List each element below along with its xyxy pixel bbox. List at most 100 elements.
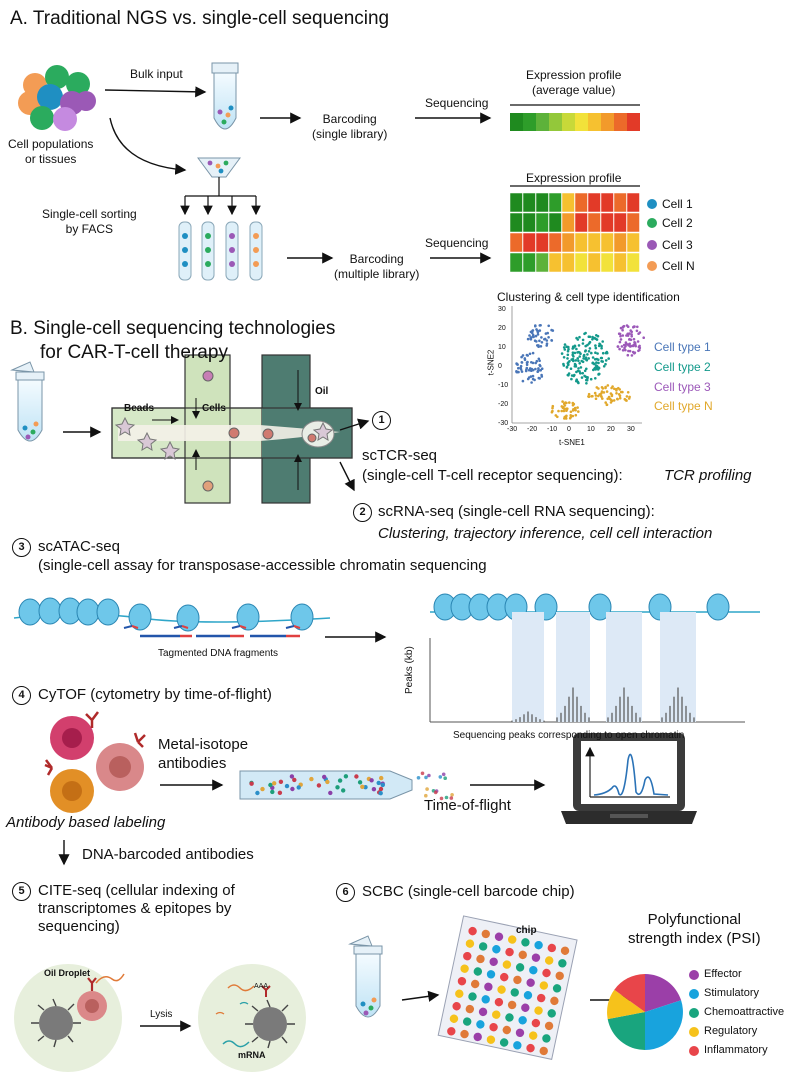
cell-n-label: Cell N bbox=[662, 259, 695, 273]
sequencing-label-2: Sequencing bbox=[425, 236, 489, 250]
peaks-plot bbox=[429, 612, 745, 723]
tsne-title: Clustering & cell type identification bbox=[497, 290, 680, 304]
step-2-badge: 2 bbox=[353, 503, 372, 522]
flow-ions bbox=[249, 771, 454, 801]
scatac-description: (single-cell assay for transposase-acces… bbox=[38, 557, 487, 574]
cell-legend-dots bbox=[647, 199, 657, 271]
input-tube-b bbox=[10, 361, 45, 442]
tsne-xtick: -10 bbox=[547, 426, 558, 433]
polya-label: AAA bbox=[254, 983, 269, 990]
tsne-ytick: 30 bbox=[498, 306, 506, 313]
scbc-tube bbox=[348, 935, 383, 1018]
labeled-cells bbox=[44, 711, 146, 813]
tsne-xtick: 10 bbox=[587, 426, 595, 433]
expression-profile-label: Expression profile bbox=[526, 171, 622, 185]
psi-title: Polyfunctional strength index (PSI) bbox=[628, 911, 761, 947]
psi-stimulatory-label: Stimulatory bbox=[704, 987, 760, 999]
oil-label: Oil bbox=[315, 386, 329, 397]
cell-2-label: Cell 2 bbox=[662, 216, 693, 230]
beads-label: Beads bbox=[124, 403, 155, 414]
cell-type-3-label: Cell type 3 bbox=[654, 380, 711, 394]
psi-slice bbox=[614, 974, 645, 1012]
psi-legend-dot bbox=[689, 989, 699, 999]
tsne-ytick: -20 bbox=[498, 401, 509, 408]
psi-legend-dots bbox=[689, 970, 699, 1056]
section-b-title-line2: for CAR-T-cell therapy bbox=[40, 342, 228, 363]
time-of-flight-label: Time-of-flight bbox=[424, 797, 511, 814]
section-a-title: A. Traditional NGS vs. single-cell seque… bbox=[10, 8, 390, 29]
cell-population-cluster bbox=[18, 65, 96, 131]
tsne-ytick: 0 bbox=[498, 363, 502, 370]
step-6-badge: 6 bbox=[336, 883, 355, 902]
cell-type-n-label: Cell type N bbox=[654, 399, 713, 413]
step-5-badge: 5 bbox=[12, 882, 31, 901]
expression-profile-average-label: Expression profile (average value) bbox=[526, 68, 622, 97]
psi-slice bbox=[645, 974, 682, 1012]
psi-pie bbox=[607, 974, 683, 1050]
psi-legend-dot bbox=[689, 1027, 699, 1037]
expression-heatmap bbox=[509, 192, 640, 273]
tsne-xtick: -20 bbox=[527, 426, 538, 433]
expression-strip-average bbox=[510, 104, 640, 131]
barcoding-multiple-label: Barcoding (multiple library) bbox=[334, 252, 420, 281]
step-3-badge: 3 bbox=[12, 538, 31, 557]
psi-regulatory-label: Regulatory bbox=[704, 1025, 758, 1037]
scrna-title: scRNA-seq (single-cell RNA sequencing): bbox=[378, 503, 655, 520]
psi-legend-dot bbox=[689, 970, 699, 980]
cell-3-label: Cell 3 bbox=[662, 238, 693, 252]
psi-effector-label: Effector bbox=[704, 968, 742, 980]
lysis-label: Lysis bbox=[150, 1009, 173, 1020]
tsne-ytick: 20 bbox=[498, 325, 506, 332]
tsne-ytick: 10 bbox=[498, 344, 506, 351]
peaks-caption: Sequencing peaks corresponding to open c… bbox=[453, 730, 685, 741]
step-1-badge: 1 bbox=[372, 411, 391, 430]
cell-type-2-label: Cell type 2 bbox=[654, 360, 711, 374]
oil-droplet-2 bbox=[198, 964, 306, 1072]
sctcr-title: scTCR-seq bbox=[362, 447, 438, 464]
psi-legend-dot bbox=[689, 1008, 699, 1018]
step-4-badge: 4 bbox=[12, 686, 31, 705]
cell-type-1-label: Cell type 1 bbox=[654, 340, 711, 354]
cell-populations-label: Cell populations or tissues bbox=[8, 137, 94, 166]
mrna-label: mRNA bbox=[238, 1050, 266, 1060]
barcode-chip bbox=[437, 915, 578, 1060]
psi-slice bbox=[607, 989, 645, 1020]
psi-slice bbox=[645, 1000, 683, 1050]
scatac-title: scATAC-seq bbox=[38, 538, 120, 555]
citeseq-title: CITE-seq (cellular indexing of transcrip… bbox=[38, 882, 235, 935]
chromatin-left bbox=[13, 597, 331, 632]
tsne-xtick: 20 bbox=[607, 426, 615, 433]
oil-droplet-1 bbox=[14, 964, 125, 1072]
flow-tube bbox=[239, 770, 413, 800]
psi-inflammatory-label: Inflammatory bbox=[704, 1044, 768, 1056]
sctcr-description: (single-cell T-cell receptor sequencing)… bbox=[362, 467, 623, 484]
tsne-ylabel: t-SNE2 bbox=[486, 349, 496, 376]
scrna-use: Clustering, trajectory inference, cell c… bbox=[378, 525, 713, 542]
psi-slice bbox=[607, 1012, 645, 1050]
section-b-title-line1: B. Single-cell sequencing technologies bbox=[10, 318, 336, 339]
single-cell-sorting-label: Single-cell sorting by FACS bbox=[42, 207, 137, 236]
tsne-xtick: -30 bbox=[507, 426, 518, 433]
bulk-tube bbox=[211, 62, 239, 130]
facs-sorter bbox=[180, 157, 261, 216]
barcoding-single-label: Barcoding (single library) bbox=[312, 112, 388, 141]
cytof-title: CyTOF (cytometry by time-of-flight) bbox=[38, 686, 272, 703]
chromatin-right bbox=[430, 593, 760, 621]
sctcr-use: TCR profiling bbox=[664, 467, 752, 484]
peaks-axis-label: Peaks (kb) bbox=[404, 646, 415, 694]
tsne-ytick: -30 bbox=[498, 420, 509, 427]
cells-label: Cells bbox=[202, 403, 226, 414]
psi-chemoattractive-label: Chemoattractive bbox=[704, 1006, 785, 1018]
tsne-ytick: -10 bbox=[498, 382, 509, 389]
tsne-plot bbox=[511, 306, 645, 424]
tsne-xtick: 0 bbox=[567, 426, 571, 433]
tsne-xtick: 30 bbox=[627, 426, 635, 433]
tagmented-label: Tagmented DNA fragments bbox=[158, 648, 279, 659]
microfluidic-chip bbox=[111, 354, 353, 504]
oil-droplet-label: Oil Droplet bbox=[44, 968, 91, 978]
scbc-title: SCBC (single-cell barcode chip) bbox=[362, 883, 575, 900]
chip-label: chip bbox=[516, 925, 537, 936]
laptop bbox=[561, 733, 697, 824]
bulk-input-label: Bulk input bbox=[130, 67, 183, 81]
